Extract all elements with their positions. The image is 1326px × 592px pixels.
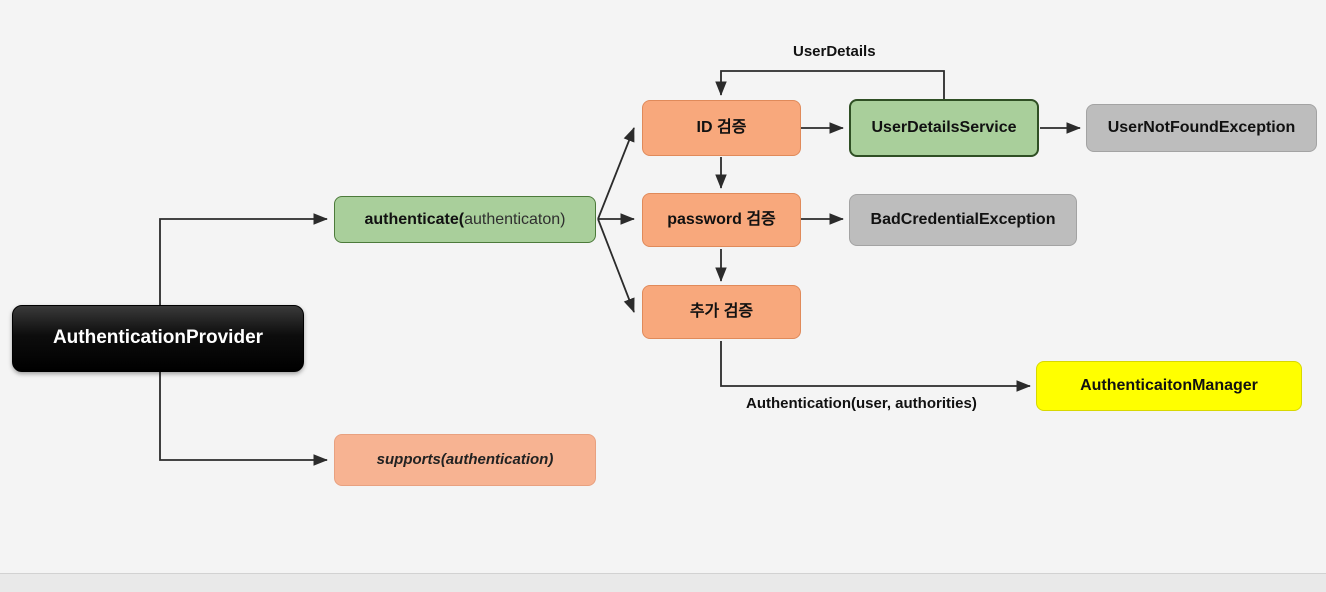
bottom-bar bbox=[0, 573, 1326, 592]
edge-label-user-details: UserDetails bbox=[793, 43, 876, 60]
node-label: AuthenticationProvider bbox=[52, 327, 264, 349]
node-label: supports(authentication) bbox=[376, 451, 554, 468]
node-authentication-provider[interactable]: AuthenticationProvider bbox=[12, 305, 304, 372]
edge-label-authentication-result: Authentication(user, authorities) bbox=[746, 395, 977, 412]
node-authenticate[interactable]: authenticate(authenticaton) bbox=[334, 196, 596, 243]
node-authentication-manager[interactable]: AuthenticaitonManager bbox=[1036, 361, 1302, 411]
node-label: BadCredentialException bbox=[870, 211, 1056, 229]
node-label: AuthenticaitonManager bbox=[1080, 377, 1258, 395]
node-extra-check[interactable]: 추가 검증 bbox=[642, 285, 801, 339]
node-label-authenticate-prefix: authenticate( bbox=[364, 210, 465, 228]
node-label-authenticate-arg: authenticaton) bbox=[464, 210, 566, 228]
node-label: 추가 검증 bbox=[689, 303, 754, 321]
node-label: UserDetailsService bbox=[871, 119, 1017, 137]
node-label: password 검증 bbox=[667, 211, 776, 229]
node-bad-credential-exception[interactable]: BadCredentialException bbox=[849, 194, 1077, 246]
node-password-check[interactable]: password 검증 bbox=[642, 193, 801, 247]
node-supports[interactable]: supports(authentication) bbox=[334, 434, 596, 486]
node-label: UserNotFoundException bbox=[1107, 119, 1296, 137]
node-user-not-found-exception[interactable]: UserNotFoundException bbox=[1086, 104, 1317, 152]
node-label: ID 검증 bbox=[696, 119, 747, 137]
node-user-details-service[interactable]: UserDetailsService bbox=[849, 99, 1039, 157]
node-id-check[interactable]: ID 검증 bbox=[642, 100, 801, 156]
